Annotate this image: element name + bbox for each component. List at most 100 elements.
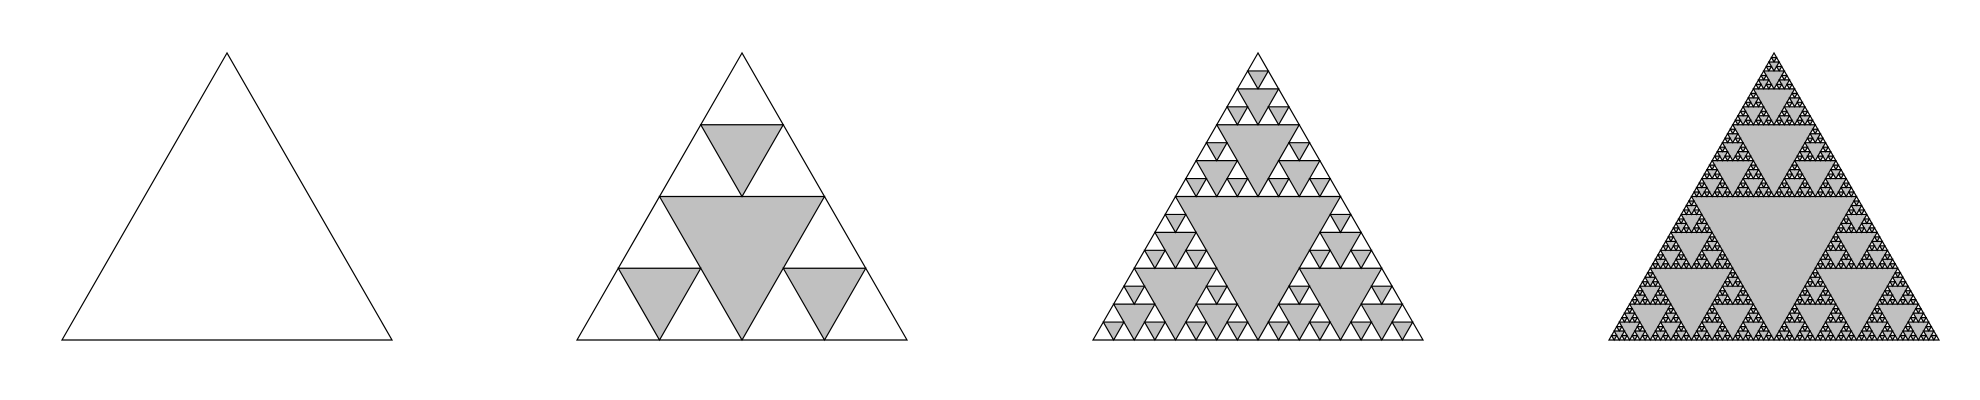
removed-triangle bbox=[1729, 272, 1737, 279]
removed-triangle bbox=[1739, 325, 1747, 333]
removed-triangle bbox=[1785, 83, 1794, 91]
removed-triangle bbox=[1723, 155, 1732, 162]
removed-triangle bbox=[1723, 299, 1732, 306]
removed-triangle bbox=[1698, 254, 1706, 261]
removed-triangle bbox=[1873, 308, 1881, 315]
removed-triangle bbox=[1863, 325, 1871, 333]
removed-triangle bbox=[1837, 227, 1845, 234]
removed-triangle bbox=[1662, 245, 1670, 252]
removed-triangle bbox=[1796, 119, 1804, 126]
removed-triangle bbox=[1827, 316, 1835, 324]
removed-triangle bbox=[1693, 191, 1701, 198]
removed-triangle bbox=[1672, 263, 1680, 270]
removed-triangle bbox=[1899, 299, 1907, 306]
removed-triangle bbox=[1852, 200, 1861, 207]
removed-triangle bbox=[1827, 299, 1835, 306]
removed-triangle bbox=[1620, 334, 1629, 342]
removed-triangle bbox=[1904, 325, 1912, 333]
removed-triangle bbox=[1842, 218, 1850, 225]
removed-triangle bbox=[1246, 70, 1270, 91]
removed-triangle bbox=[1631, 334, 1639, 342]
removed-triangle bbox=[1785, 316, 1794, 324]
removed-triangle bbox=[1205, 285, 1229, 306]
removed-triangle bbox=[1636, 325, 1644, 333]
removed-triangle bbox=[1672, 245, 1680, 252]
removed-triangle bbox=[1909, 334, 1917, 342]
removed-triangle bbox=[1703, 316, 1711, 324]
removed-triangle bbox=[1744, 299, 1752, 306]
removed-triangle bbox=[1775, 334, 1783, 342]
sierpinski-panel-iteration-0 bbox=[60, 51, 394, 341]
removed-triangle bbox=[1811, 128, 1819, 135]
removed-triangle bbox=[1102, 321, 1125, 342]
removed-triangle bbox=[1765, 83, 1773, 91]
removed-triangle bbox=[1888, 299, 1897, 306]
removed-triangle bbox=[1143, 249, 1167, 270]
removed-triangle bbox=[1909, 299, 1917, 306]
removed-triangle bbox=[1698, 218, 1706, 225]
removed-triangle bbox=[1734, 299, 1742, 306]
sierpinski-panel-iteration-2 bbox=[575, 51, 909, 342]
removed-triangle bbox=[1739, 110, 1747, 117]
removed-triangle bbox=[1827, 263, 1835, 270]
removed-triangle bbox=[1858, 227, 1866, 234]
removed-triangle bbox=[1718, 325, 1727, 333]
removed-triangle bbox=[1821, 254, 1830, 261]
removed-triangle bbox=[1718, 254, 1727, 261]
removed-triangle bbox=[1760, 325, 1768, 333]
removed-triangle bbox=[1847, 263, 1855, 270]
removed-triangle bbox=[1734, 334, 1742, 342]
removed-triangle bbox=[1837, 191, 1845, 198]
removed-triangle bbox=[1899, 334, 1907, 342]
removed-triangle bbox=[1646, 272, 1654, 279]
removed-triangle bbox=[1770, 56, 1778, 64]
removed-triangle bbox=[1878, 245, 1886, 252]
removed-triangle bbox=[1816, 137, 1825, 144]
removed-triangle bbox=[1754, 334, 1763, 342]
sierpinski-panel-iteration-6 bbox=[1607, 51, 1941, 342]
removed-triangle bbox=[1718, 182, 1727, 189]
removed-triangle bbox=[1703, 173, 1711, 180]
removed-triangle bbox=[1656, 254, 1665, 261]
removed-triangle bbox=[1703, 245, 1711, 252]
removed-triangle bbox=[1615, 325, 1623, 333]
removed-triangle bbox=[1796, 155, 1804, 162]
removed-triangle bbox=[1837, 263, 1845, 270]
removed-triangle bbox=[1847, 334, 1855, 342]
removed-triangle bbox=[1626, 308, 1634, 315]
removed-triangle bbox=[1703, 263, 1711, 270]
removed-triangle bbox=[1308, 177, 1332, 198]
removed-triangle bbox=[1816, 334, 1825, 342]
removed-triangle bbox=[1796, 173, 1804, 180]
removed-triangle bbox=[1718, 146, 1727, 153]
removed-triangle bbox=[1713, 245, 1721, 252]
removed-triangle bbox=[1723, 137, 1732, 144]
removed-triangle bbox=[1682, 209, 1690, 216]
removed-triangle bbox=[1662, 334, 1670, 342]
removed-triangle bbox=[1713, 334, 1721, 342]
removed-triangle bbox=[1775, 65, 1783, 73]
removed-triangle bbox=[1708, 164, 1716, 171]
removed-triangle bbox=[1672, 316, 1680, 324]
removed-triangle bbox=[1868, 263, 1876, 270]
removed-triangle bbox=[1718, 290, 1727, 297]
removed-triangle bbox=[1827, 155, 1835, 162]
removed-triangle bbox=[1796, 299, 1804, 306]
removed-triangle bbox=[1620, 316, 1629, 324]
removed-triangle bbox=[1698, 182, 1706, 189]
removed-triangle bbox=[1226, 321, 1249, 342]
removed-triangle bbox=[782, 267, 867, 342]
removed-triangle bbox=[1888, 281, 1897, 288]
removed-triangle bbox=[1801, 182, 1809, 189]
removed-triangle bbox=[1796, 316, 1804, 324]
removed-triangle bbox=[1693, 334, 1701, 342]
removed-triangle bbox=[1806, 137, 1814, 144]
removed-triangle bbox=[1868, 227, 1876, 234]
removed-triangle bbox=[1785, 101, 1794, 109]
removed-triangle bbox=[1837, 173, 1845, 180]
removed-triangle bbox=[1713, 299, 1721, 306]
removed-triangle bbox=[1122, 285, 1146, 306]
removed-triangle bbox=[1888, 263, 1897, 270]
removed-triangle bbox=[1888, 334, 1897, 342]
